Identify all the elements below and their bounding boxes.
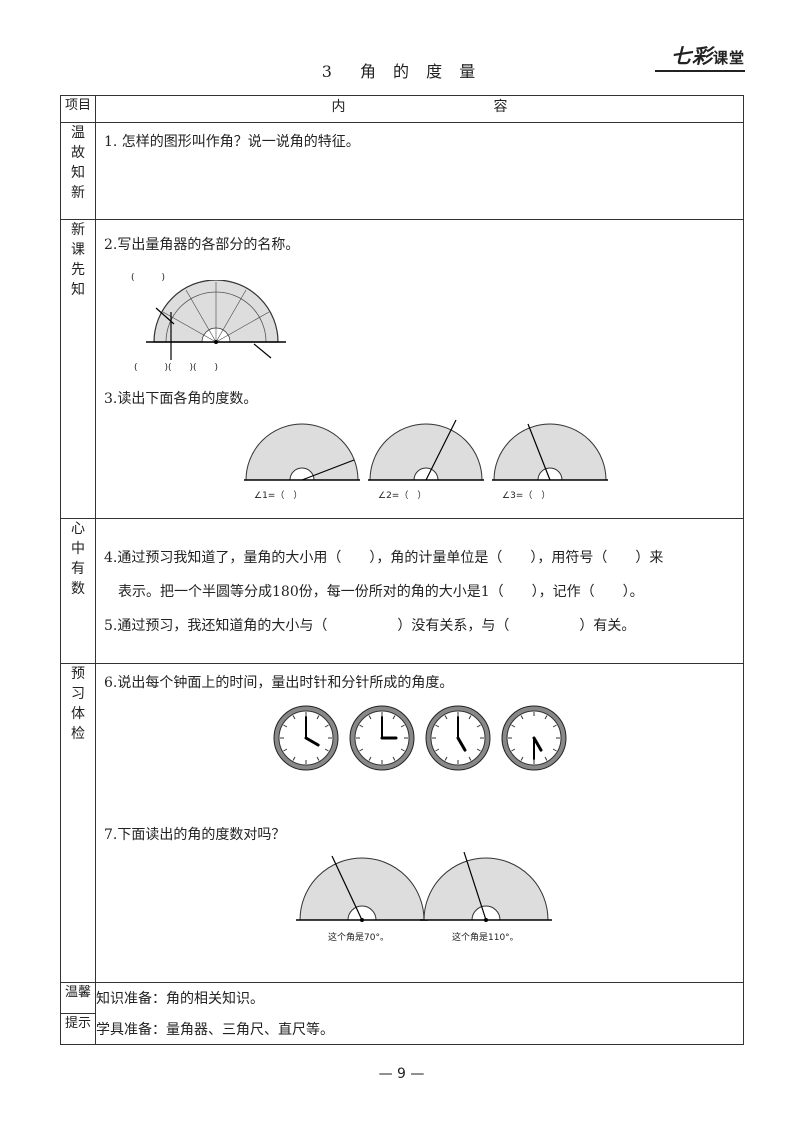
protractor-check-2	[420, 852, 552, 922]
label-char: 课	[71, 242, 85, 258]
hour-hand	[532, 736, 543, 752]
clock-face	[501, 705, 567, 771]
hour-hand	[456, 736, 467, 752]
label-char: 习	[71, 686, 85, 702]
section-label-tips1: 温馨	[60, 982, 96, 1014]
protractor-1	[244, 423, 360, 481]
logo-sub: 课堂	[712, 49, 745, 67]
label-char: 先	[71, 262, 85, 278]
brand-logo: 七彩课堂	[671, 40, 745, 69]
section-label-review: 温 故 知 新	[60, 122, 96, 220]
logo-main: 七彩	[670, 44, 713, 68]
tip-line-2: 学具准备：量角器、三角尺、直尺等。	[95, 1013, 744, 1045]
section-new: 新 课 先 知 2.写出量角器的各部分的名称。 ( )	[60, 219, 744, 519]
section-label-new: 新 课 先 知	[60, 219, 96, 519]
section-label-check: 预 习 体 检	[60, 663, 96, 983]
protractor-3	[492, 423, 608, 481]
section-tips-row1: 温馨 知识准备：角的相关知识。	[60, 982, 744, 1014]
caption-110: 这个角是110°。	[452, 933, 519, 943]
clock-faces	[273, 705, 567, 771]
logo-underline	[655, 70, 745, 72]
label-char: 知	[71, 282, 85, 298]
section-tips-row2: 提示 学具准备：量角器、三角尺、直尺等。	[60, 1013, 744, 1045]
label-char: 知	[71, 165, 85, 181]
label-char: 有	[71, 561, 85, 577]
label-char: 心	[71, 521, 85, 537]
section-content-new: 2.写出量角器的各部分的名称。 ( ) ( )(	[95, 219, 744, 519]
label-char: 故	[71, 145, 85, 161]
question-4-line1: 4.通过预习我知道了，量角的大小用（ ），角的计量单位是（ ），用符号（ ）来	[104, 550, 664, 566]
clock-face	[349, 705, 415, 771]
label-char: 温	[71, 125, 85, 141]
label-char: 中	[71, 541, 85, 557]
tip-line-1: 知识准备：角的相关知识。	[95, 982, 744, 1014]
question-5: 5.通过预习，我还知道角的大小与（ ）没有关系，与（ ）有关。	[104, 618, 636, 634]
header-col-content: 内 容	[95, 95, 744, 123]
angle-label-3: ∠3=（ ）	[502, 491, 551, 501]
section-check: 预 习 体 检 6.说出每个钟面上的时间，量出时针和分针所成的角度。 7.下面读…	[60, 663, 744, 983]
protractor-check	[296, 852, 552, 922]
protractor-2	[368, 419, 484, 481]
label-char: 新	[71, 222, 85, 238]
label-char: 体	[71, 706, 85, 722]
page-number: — 9 —	[378, 1066, 425, 1082]
header-col-item: 项目	[60, 95, 96, 123]
question-4-line2: 表示。把一个半圆等分成180份，每一份所对的角的大小是1（ ），记作（ ）。	[118, 584, 644, 600]
angle-label-1: ∠1=（ ）	[254, 491, 303, 501]
clock-face	[425, 705, 491, 771]
protractor-part-blank-top: ( )	[131, 273, 166, 283]
clock-face	[273, 705, 339, 771]
section-review: 温 故 知 新 1. 怎样的图形叫作角？说一说角的特征。	[60, 122, 744, 220]
hour-hand	[304, 736, 320, 747]
section-content-review: 1. 怎样的图形叫作角？说一说角的特征。	[95, 122, 744, 220]
section-label-mind: 心 中 有 数	[60, 518, 96, 664]
protractor-check-1	[296, 855, 428, 922]
section-content-check: 6.说出每个钟面上的时间，量出时针和分针所成的角度。 7.下面读出的角的度数对吗…	[95, 663, 744, 983]
question-7: 7.下面读出的角的度数对吗？	[104, 827, 286, 843]
section-content-mind: 4.通过预习我知道了，量角的大小用（ ），角的计量单位是（ ），用符号（ ）来 …	[95, 518, 744, 664]
protractor-part-blanks-bottom: ( )( )( )	[134, 363, 219, 373]
question-6: 6.说出每个钟面上的时间，量出时针和分针所成的角度。	[104, 675, 454, 691]
protractor-diagram-labeled	[146, 280, 286, 360]
label-char: 检	[71, 726, 85, 742]
label-char: 预	[71, 666, 85, 682]
section-mind: 心 中 有 数 4.通过预习我知道了，量角的大小用（ ），角的计量单位是（ ），…	[60, 518, 744, 664]
protractor-readings	[244, 419, 608, 481]
label-char: 新	[71, 185, 85, 201]
worksheet-table: 项目 内 容 温 故 知 新 1. 怎样的图形叫作角？说一说角的特征。 新 课 …	[60, 95, 744, 1045]
angle-label-2: ∠2=（ ）	[378, 491, 427, 501]
table-header-row: 项目 内 容	[60, 95, 744, 123]
question-2: 2.写出量角器的各部分的名称。	[104, 237, 300, 253]
label-char: 数	[71, 581, 85, 597]
section-label-tips2: 提示	[60, 1013, 96, 1045]
caption-70: 这个角是70°。	[328, 933, 389, 943]
question-3: 3.读出下面各角的度数。	[104, 391, 258, 407]
page-title: 3 角 的 度 量	[321, 62, 482, 81]
question-1: 1. 怎样的图形叫作角？说一说角的特征。	[104, 134, 360, 150]
